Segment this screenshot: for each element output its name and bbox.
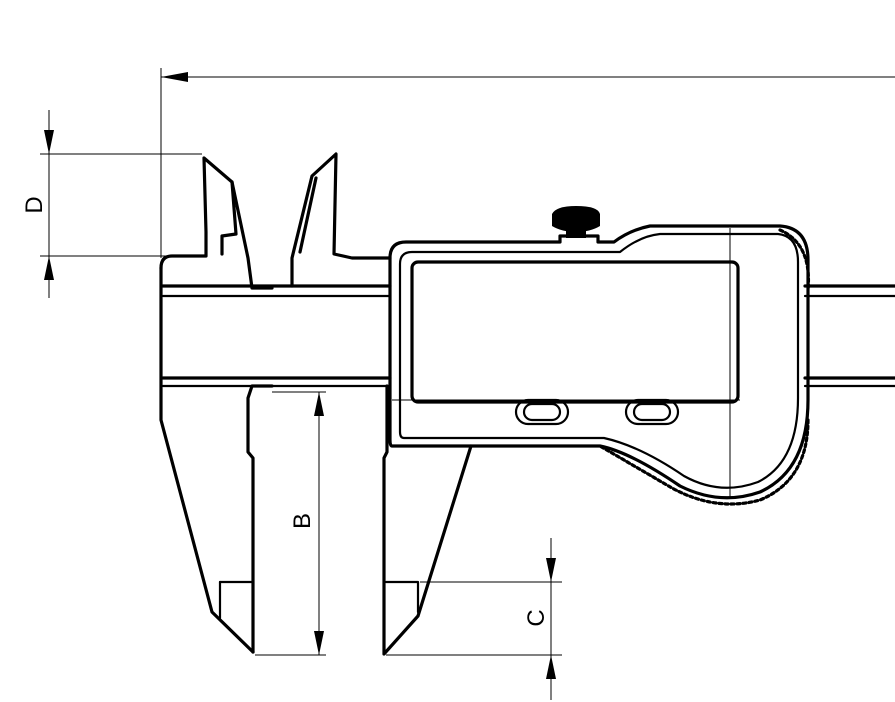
overall-length-dimension xyxy=(160,68,895,258)
arrow-head xyxy=(161,72,188,82)
main-beam xyxy=(161,284,895,388)
sliding-jaw xyxy=(290,152,473,656)
dimension-b: B xyxy=(255,391,326,656)
dimension-d-label: D xyxy=(21,196,48,213)
dimension-b-label: B xyxy=(289,513,316,529)
button-left xyxy=(514,398,570,426)
dimension-c: C xyxy=(386,538,562,700)
lock-screw xyxy=(552,206,600,232)
dimension-c-label: C xyxy=(523,609,550,626)
button-right xyxy=(624,398,680,426)
dimension-d: D xyxy=(21,110,202,298)
display-housing xyxy=(388,206,811,506)
lcd-screen xyxy=(410,260,740,404)
fixed-jaw xyxy=(159,156,274,654)
